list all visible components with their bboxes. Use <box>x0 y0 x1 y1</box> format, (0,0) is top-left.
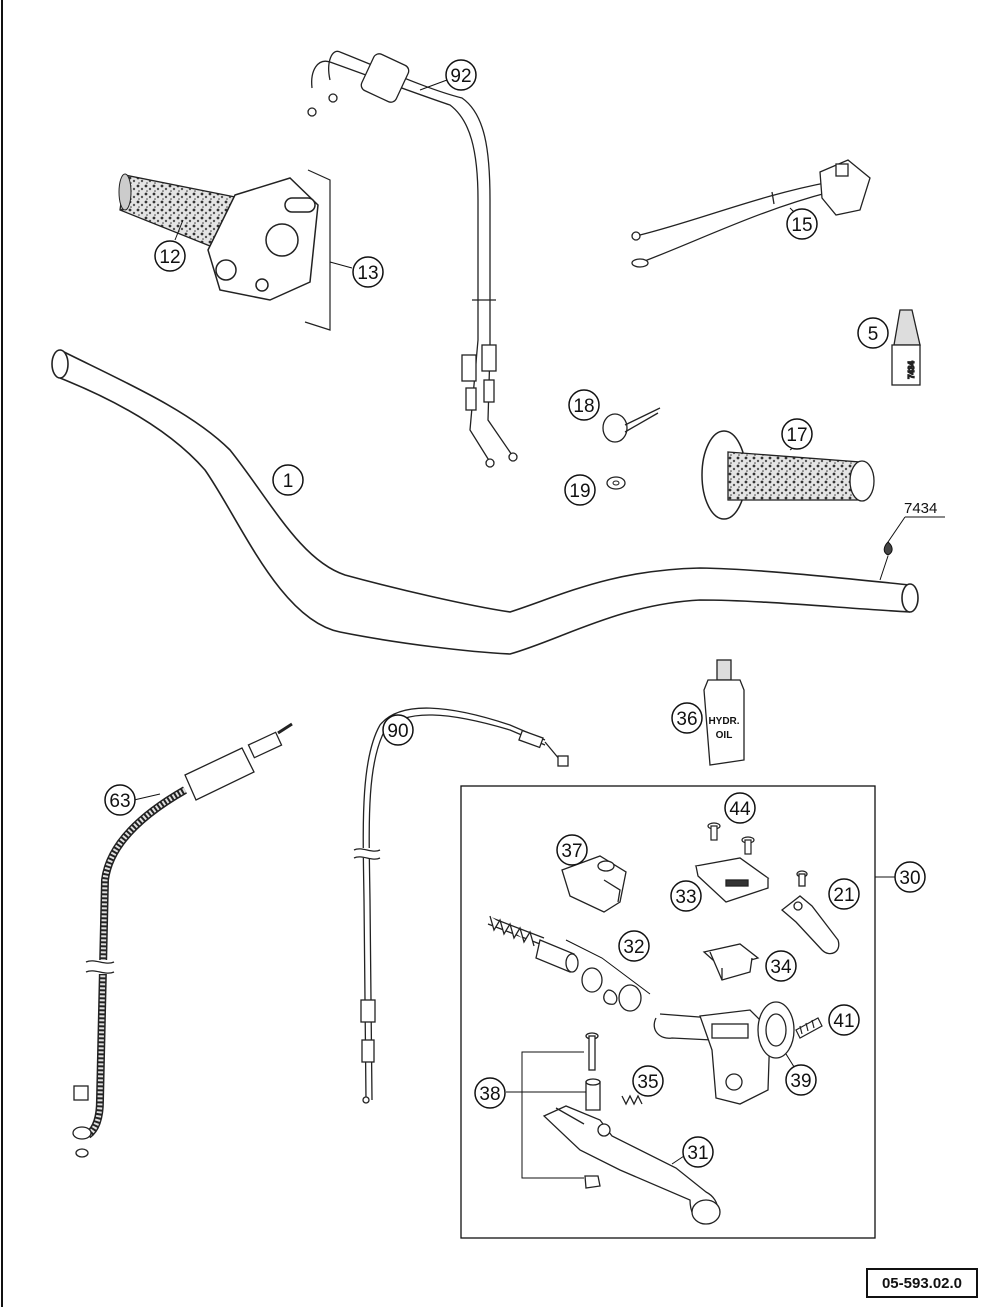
callout-34: 34 <box>765 950 797 982</box>
svg-text:15: 15 <box>791 215 812 236</box>
svg-text:5: 5 <box>868 324 879 345</box>
adjuster-lever <box>780 870 840 955</box>
svg-text:31: 31 <box>687 1143 708 1164</box>
svg-text:38: 38 <box>479 1084 500 1105</box>
nut <box>606 476 626 490</box>
callout-35: 35 <box>632 1065 664 1097</box>
leader-92 <box>419 79 448 91</box>
hydraulic-hose <box>72 722 293 1158</box>
svg-text:36: 36 <box>676 709 697 730</box>
callout-19: 19 <box>564 474 596 506</box>
callout-37: 37 <box>556 834 588 866</box>
bracket-38 <box>521 1051 586 1179</box>
callout-38: 38 <box>474 1077 506 1109</box>
housing-bracket-line <box>304 169 331 331</box>
callout-31: 31 <box>682 1136 714 1168</box>
callout-18: 18 <box>568 389 600 421</box>
callout-5: 5 <box>857 317 889 349</box>
svg-text:1: 1 <box>283 471 294 492</box>
leader-32 <box>565 939 651 995</box>
loctite-reference-label: 7434 <box>904 500 937 517</box>
leader-13 <box>329 261 353 269</box>
svg-text:18: 18 <box>573 396 594 417</box>
leader-63 <box>133 793 161 801</box>
svg-text:44: 44 <box>729 799 751 820</box>
svg-text:30: 30 <box>899 868 920 889</box>
leader-12 <box>174 219 184 241</box>
svg-text:33: 33 <box>675 887 696 908</box>
callout-1: 1 <box>272 464 304 496</box>
callout-17: 17 <box>781 418 813 450</box>
cover-screws <box>707 822 755 855</box>
loctite-bottle: 7434 <box>891 309 921 386</box>
throttle-housing <box>207 177 319 301</box>
diaphragm <box>702 943 760 981</box>
piston-kit <box>487 915 642 1012</box>
svg-text:63: 63 <box>109 791 130 812</box>
master-cylinder-body <box>653 1001 795 1105</box>
callout-15: 15 <box>786 208 818 240</box>
svg-text:34: 34 <box>770 957 792 978</box>
svg-text:19: 19 <box>569 481 590 502</box>
return-spring <box>621 1094 643 1106</box>
reservoir-cover <box>694 857 770 903</box>
callout-13: 13 <box>352 256 384 288</box>
callout-21: 21 <box>828 878 860 910</box>
svg-text:41: 41 <box>833 1011 854 1032</box>
drawing-code: 05-593.02.0 <box>866 1268 978 1298</box>
svg-text:17: 17 <box>786 425 807 446</box>
loctite-bottle-label: 7434 <box>907 361 916 379</box>
callout-36: 36 <box>671 702 703 734</box>
svg-text:21: 21 <box>833 885 854 906</box>
callout-90: 90 <box>382 714 414 746</box>
callout-39: 39 <box>785 1064 817 1096</box>
hydraulic-oil-bottle: HYDR. OIL <box>703 659 745 766</box>
svg-text:32: 32 <box>623 937 644 958</box>
assembly-frame <box>460 785 876 1239</box>
pivot-bolt-set <box>584 1032 601 1189</box>
callout-30: 30 <box>894 861 926 893</box>
svg-text:39: 39 <box>790 1071 811 1092</box>
svg-text:92: 92 <box>450 66 471 87</box>
oil-label-line2: OIL <box>716 730 733 741</box>
svg-text:37: 37 <box>561 841 582 862</box>
handlebar <box>51 349 919 655</box>
callout-33: 33 <box>670 880 702 912</box>
svg-text:35: 35 <box>637 1072 658 1093</box>
throttle-cables <box>307 50 518 468</box>
callout-41: 41 <box>828 1004 860 1036</box>
bleed-screw <box>795 1017 823 1039</box>
callout-92: 92 <box>445 59 477 91</box>
left-grip <box>701 430 875 520</box>
callout-44: 44 <box>724 792 756 824</box>
brake-lever <box>542 1105 721 1225</box>
oil-label-line1: HYDR. <box>708 716 739 727</box>
callout-32: 32 <box>618 930 650 962</box>
svg-text:13: 13 <box>357 263 378 284</box>
kill-switch <box>631 159 871 268</box>
svg-text:12: 12 <box>159 247 180 268</box>
handlebar-clamp <box>561 855 627 913</box>
callout-12: 12 <box>154 240 186 272</box>
callout-63: 63 <box>104 784 136 816</box>
leader-31 <box>671 1155 685 1165</box>
svg-text:90: 90 <box>387 721 408 742</box>
cable-tie <box>602 407 661 443</box>
loctite-drop-icon <box>879 516 945 581</box>
